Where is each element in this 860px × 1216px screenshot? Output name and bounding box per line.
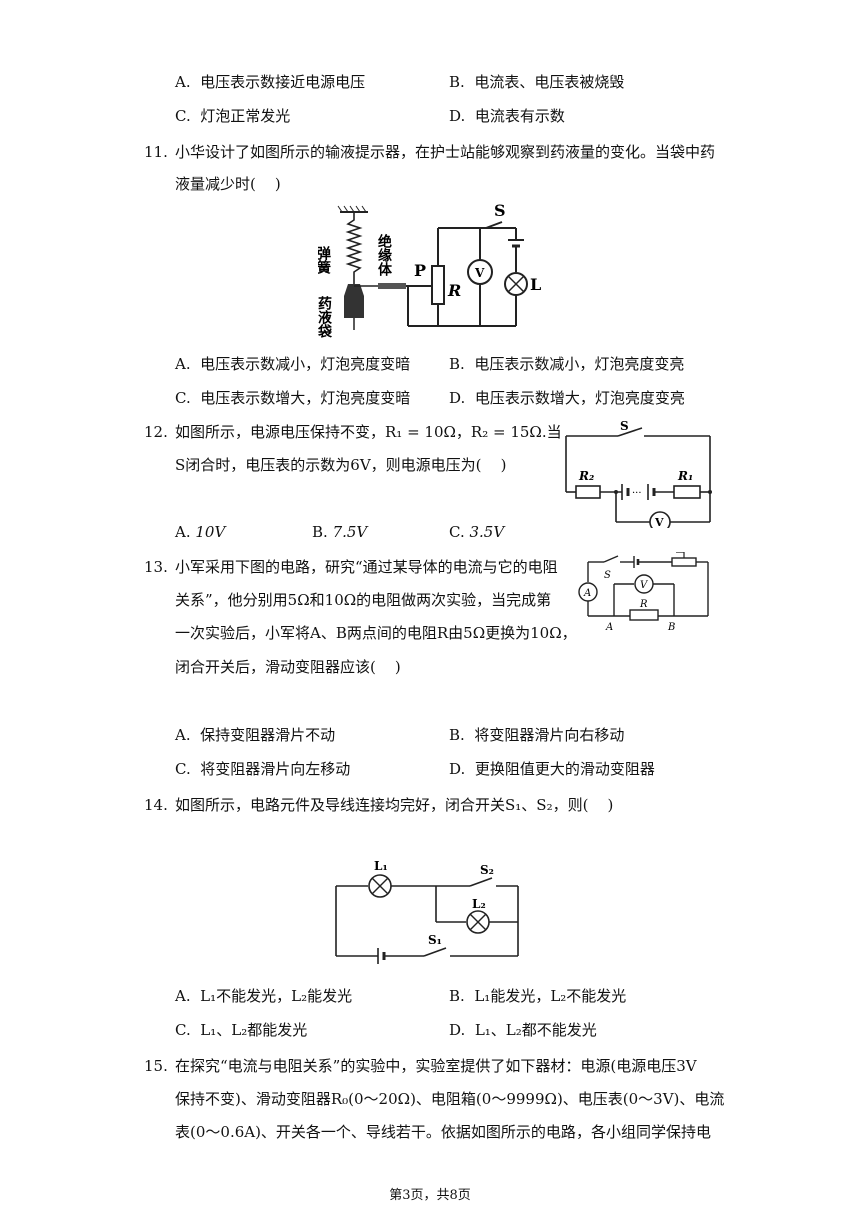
label-r2: R₂	[578, 469, 594, 483]
label-s: S	[494, 201, 506, 220]
switch-s1-icon	[423, 947, 447, 957]
q11-circuit-figure: 弹簧 绝缘体 药液袋 P R S V L	[318, 201, 541, 339]
q10-option-b[interactable]: B. 电流表、电压表被烧毁	[449, 73, 625, 91]
q13-stem-line-1: 小军采用下图的电路，研究“通过某导体的电流与它的电阻	[175, 558, 558, 576]
label-v: V	[654, 516, 664, 528]
q12-option-c[interactable]: C. 3.5V	[449, 523, 505, 541]
q11-stem-line-2: 液量减少时( )	[175, 175, 281, 193]
q11-option-d[interactable]: D. 电压表示数增大，灯泡亮度变亮	[449, 389, 685, 407]
voltmeter-icon	[467, 259, 493, 285]
switch-s-icon	[617, 427, 643, 437]
q12-number: 12.	[144, 423, 168, 441]
q14-option-b[interactable]: B. L₁能发光，L₂不能发光	[449, 987, 627, 1005]
label-v: V	[640, 580, 649, 591]
switch-s-icon	[603, 555, 619, 563]
q14-option-a[interactable]: A. L₁不能发光，L₂能发光	[175, 987, 353, 1005]
medicine-bag-icon	[344, 284, 364, 318]
label-l1: L₁	[374, 859, 388, 873]
label-l2: L₂	[472, 897, 486, 911]
insulator-rod	[378, 283, 406, 289]
label-p: P	[414, 261, 426, 280]
q11-option-a[interactable]: A. 电压表示数减小，灯泡亮度变暗	[175, 355, 411, 373]
q12-circuit-figure: ··· S R₂ R₁ V	[565, 419, 712, 528]
q15-number: 15.	[144, 1057, 168, 1075]
q13-stem-line-2: 关系”，他分别用5Ω和10Ω的电阻做两次实验，当完成第	[175, 591, 552, 609]
q11-stem-line-1: 小华设计了如图所示的输液提示器，在护士站能够观察到药液量的变化。当袋中药	[175, 143, 716, 161]
switch-s-icon	[485, 221, 503, 229]
resistor-r2	[575, 485, 601, 499]
q13-circuit-figure: S A V R A B	[578, 552, 709, 633]
label-spring: 弹簧	[318, 245, 331, 275]
q12-option-b[interactable]: B. 7.5V	[312, 523, 368, 541]
rheostat	[671, 557, 697, 567]
label-a: A	[605, 622, 613, 633]
q12-stem-line-1: 如图所示，电源电压保持不变，R₁ = 10Ω，R₂ = 15Ω.当	[175, 423, 562, 441]
label-s1: S₁	[428, 933, 442, 947]
label-r1: R₁	[677, 469, 693, 483]
label-r: R	[447, 281, 461, 300]
label-l: L	[530, 275, 541, 294]
q15-stem-line-2: 保持不变)、滑动变阻器R₀(0～20Ω)、电阻箱(0～9999Ω)、电压表(0～…	[175, 1090, 725, 1108]
q15-stem-line-3: 表(0～0.6A)、开关各一个、导线若干。依据如图所示的电路，各小组同学保持电	[175, 1123, 711, 1141]
switch-s2-icon	[469, 877, 493, 887]
resistor-r	[629, 609, 659, 621]
q10-option-c[interactable]: C. 灯泡正常发光	[175, 107, 291, 125]
label-b: B	[667, 622, 675, 633]
q14-stem-line-1: 如图所示，电路元件及导线连接均完好，闭合开关S₁、S₂，则( )	[175, 796, 614, 814]
q14-option-d[interactable]: D. L₁、L₂都不能发光	[449, 1021, 597, 1039]
label-medicine-bag: 药液袋	[318, 295, 333, 339]
page-footer: 第3页，共8页	[389, 1188, 471, 1203]
label-s2: S₂	[480, 863, 494, 877]
q11-number: 11.	[144, 143, 168, 161]
q10-option-d[interactable]: D. 电流表有示数	[449, 107, 565, 125]
label-r: R	[639, 599, 648, 610]
q11-option-b[interactable]: B. 电压表示数减小，灯泡亮度变亮	[449, 355, 685, 373]
q13-option-c[interactable]: C. 将变阻器滑片向左移动	[175, 760, 351, 778]
q13-option-a[interactable]: A. 保持变阻器滑片不动	[175, 726, 336, 744]
label-s: S	[620, 419, 629, 433]
label-s: S	[604, 570, 611, 581]
rheostat-r	[431, 265, 445, 305]
q14-number: 14.	[144, 796, 168, 814]
q11-option-c[interactable]: C. 电压表示数增大，灯泡亮度变暗	[175, 389, 411, 407]
q13-stem-line-3: 一次实验后，小军将A、B两点间的电阻R由5Ω更换为10Ω，	[175, 624, 577, 642]
label-insulator: 绝缘体	[376, 233, 392, 277]
label-v: V	[474, 266, 485, 280]
q13-number: 13.	[144, 558, 168, 576]
q13-option-d[interactable]: D. 更换阻值更大的滑动变阻器	[449, 760, 655, 778]
q12-stem-line-2: S闭合时，电压表的示数为6V，则电源电压为( )	[175, 456, 507, 474]
q15-stem-line-1: 在探究“电流与电阻关系”的实验中，实验室提供了如下器材：电源(电源电压3V	[175, 1057, 697, 1075]
q14-option-c[interactable]: C. L₁、L₂都能发光	[175, 1021, 308, 1039]
resistor-r1	[673, 485, 701, 499]
label-ammeter: A	[583, 588, 591, 599]
q10-option-a[interactable]: A. 电压表示数接近电源电压	[175, 73, 366, 91]
q14-circuit-figure: L₁ L₂ S₂ S₁	[335, 859, 519, 964]
svg-text:···: ···	[632, 488, 642, 499]
q13-stem-line-4: 闭合开关后，滑动变阻器应该( )	[175, 658, 401, 676]
q12-option-a[interactable]: A. 10V	[175, 523, 226, 541]
spring-icon	[345, 212, 363, 284]
q13-option-b[interactable]: B. 将变阻器滑片向右移动	[449, 726, 625, 744]
